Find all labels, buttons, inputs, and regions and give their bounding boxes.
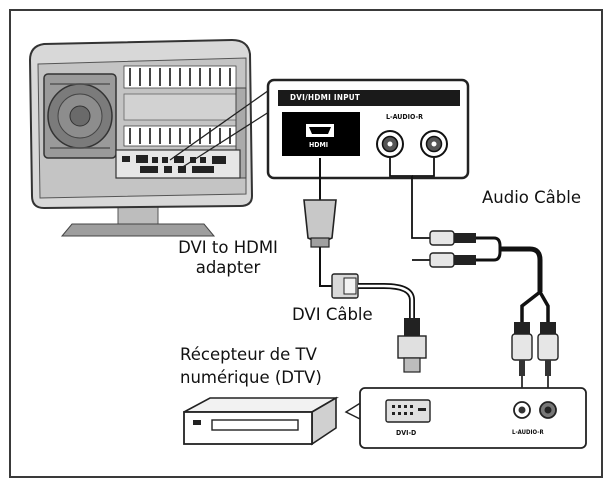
dvi-cable-label: DVI Câble (292, 305, 373, 324)
dvi-hdmi-adapter-label: DVI to HDMI adapter (160, 238, 296, 278)
dvi-cable (319, 247, 427, 373)
dvi-hdmi-adapter-label-line2: adapter (195, 258, 261, 277)
input-panel (266, 78, 470, 180)
dvi-hdmi-adapter (303, 158, 337, 248)
audio-port-label: L-AUDIO-R (386, 113, 423, 121)
dvi-hdmi-adapter-label-line1: DVI to HDMI (178, 238, 278, 257)
receiver-label-line1: Récepteur de TV (180, 345, 317, 364)
dtv-receiver (183, 396, 339, 446)
receiver-label: Récepteur de TV numérique (DTV) (180, 345, 322, 388)
receiver-back-panel (344, 387, 587, 449)
panel-title: DVI/HDMI INPUT (290, 93, 361, 102)
hdmi-port-label: HDMI (309, 141, 329, 149)
receiver-dvi-label: DVI-D (396, 429, 417, 437)
audio-cable-label: Audio Câble (482, 188, 581, 207)
receiver-audio-label: L-AUDIO-R (512, 429, 544, 436)
receiver-label-line2: numérique (DTV) (180, 368, 322, 387)
audio-cable (389, 158, 559, 396)
zoom-callout (169, 87, 273, 171)
tv-rear-view (28, 38, 254, 237)
